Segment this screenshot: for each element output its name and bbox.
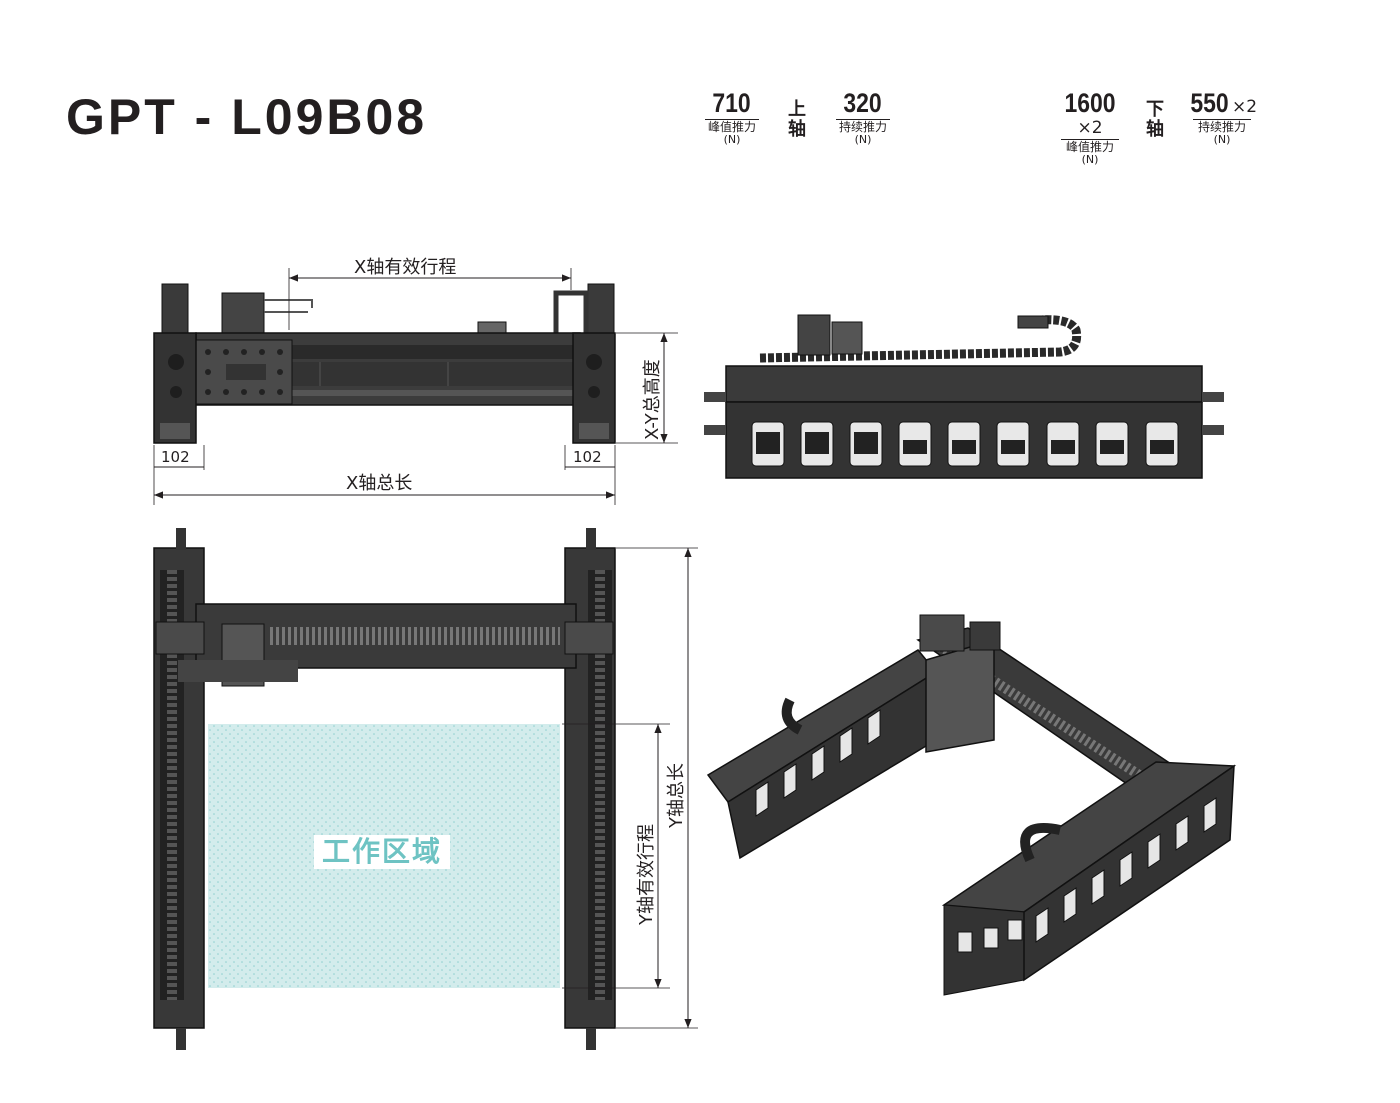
end-left-dim: 102 bbox=[161, 448, 190, 466]
lower-cont-label: 持续推力 bbox=[1197, 120, 1246, 134]
work-area-label: 工作区域 bbox=[314, 835, 450, 869]
upper-peak-force: 710 峰值推力 (N) bbox=[702, 88, 762, 146]
lower-peak-force: 1600×2 峰值推力 (N) bbox=[1050, 88, 1130, 166]
upper-axis-text: 上 轴 bbox=[788, 99, 806, 140]
y-stroke-label: Y轴有效行程 bbox=[636, 824, 657, 926]
lower-peak-mult: ×2 bbox=[1077, 118, 1103, 138]
divider bbox=[1193, 119, 1251, 120]
upper-cont-value: 320 bbox=[843, 88, 883, 118]
upper-peak-label: 峰值推力 bbox=[707, 120, 756, 134]
x-stroke-label: X轴有效行程 bbox=[354, 257, 456, 278]
model-title: GPT - L09B08 bbox=[66, 89, 428, 145]
upper-axis-label: 上 轴 bbox=[787, 100, 807, 140]
upper-cont-label: 持续推力 bbox=[838, 120, 887, 134]
lower-peak-unit: (N) bbox=[1081, 153, 1099, 166]
top-view bbox=[153, 528, 616, 1050]
side-view bbox=[704, 314, 1224, 479]
lower-cont-unit: (N) bbox=[1213, 133, 1231, 146]
isometric-view bbox=[706, 614, 1237, 996]
upper-peak-unit: (N) bbox=[723, 133, 741, 146]
lower-cont-mult: ×2 bbox=[1232, 97, 1258, 117]
front-dimensions: X轴有效行程 X-Y总高度 102 102 X轴总长 bbox=[153, 257, 678, 505]
lower-peak-label: 峰值推力 bbox=[1065, 140, 1114, 154]
divider bbox=[1061, 139, 1119, 140]
lower-cont-force: 550×2 持续推力 (N) bbox=[1186, 88, 1258, 146]
upper-peak-value: 710 bbox=[712, 88, 752, 118]
lower-peak-value: 1600 bbox=[1064, 88, 1116, 118]
upper-cont-force: 320 持续推力 (N) bbox=[834, 88, 892, 146]
x-total-label: X轴总长 bbox=[346, 473, 412, 494]
lower-axis-label: 下 轴 bbox=[1145, 100, 1165, 140]
end-right-dim: 102 bbox=[573, 448, 602, 466]
top-dimensions: Y轴有效行程 Y轴总长 bbox=[562, 547, 698, 1029]
xy-height-label: X-Y总高度 bbox=[642, 359, 663, 440]
divider bbox=[836, 119, 890, 120]
lower-axis-text: 下 轴 bbox=[1146, 99, 1164, 140]
divider bbox=[705, 119, 759, 120]
lower-cont-value: 550 bbox=[1190, 88, 1229, 118]
y-total-label: Y轴总长 bbox=[666, 763, 687, 829]
front-view bbox=[153, 283, 616, 444]
upper-cont-unit: (N) bbox=[854, 133, 872, 146]
